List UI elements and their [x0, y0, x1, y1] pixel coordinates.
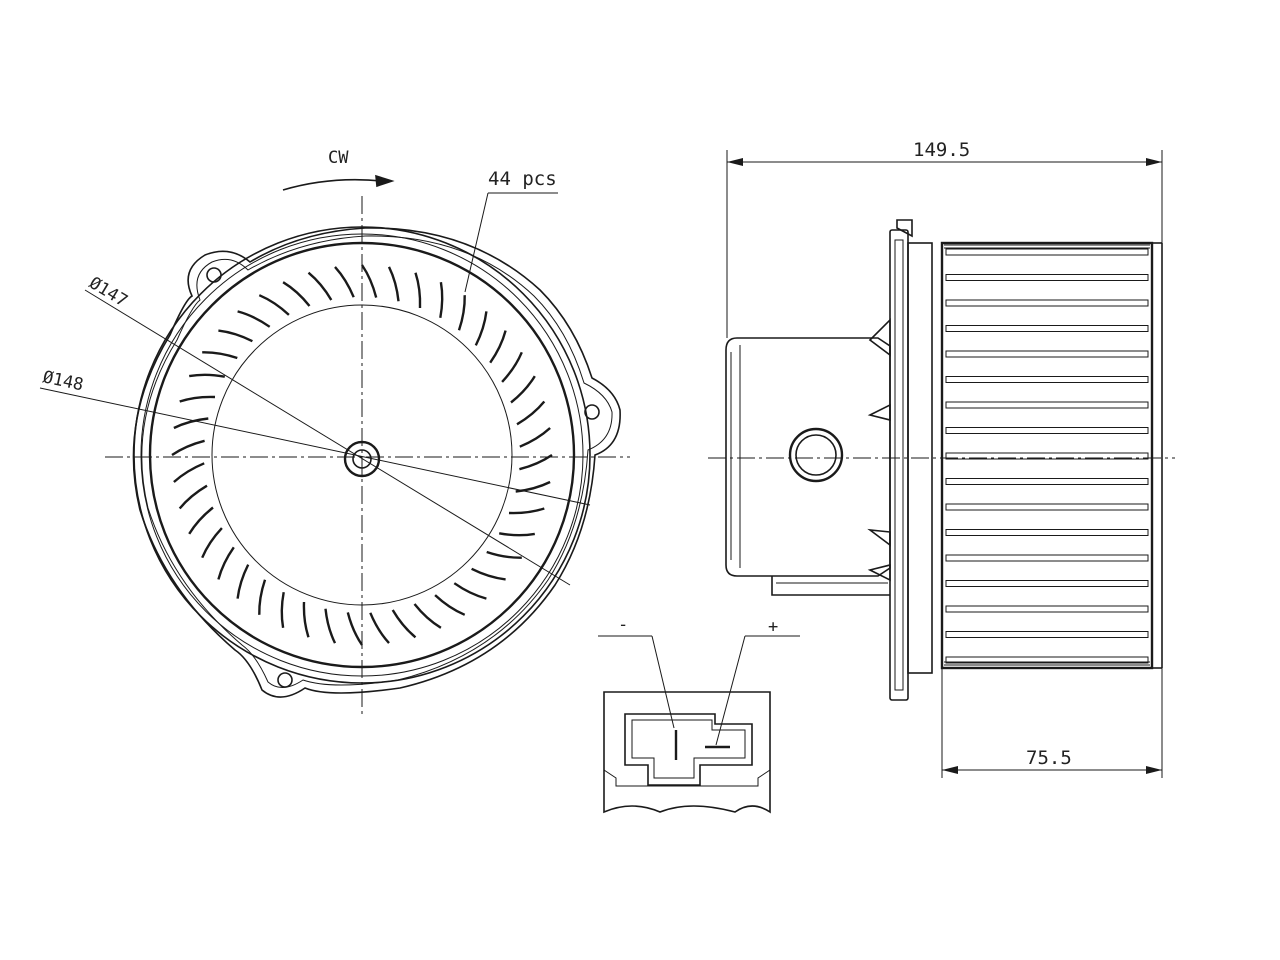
fan-blade — [434, 594, 466, 616]
fan-blade — [179, 395, 216, 403]
fan-blade — [471, 567, 506, 581]
fan-blade — [171, 439, 205, 456]
wheel-rib — [945, 325, 1149, 332]
fan-blade — [369, 612, 390, 644]
motor-connector-outer — [788, 427, 844, 483]
fan-blade — [498, 532, 536, 537]
fan-blade — [486, 550, 522, 559]
fan-blade — [439, 281, 444, 319]
wheel-rib — [945, 580, 1149, 587]
wheel-rib — [945, 529, 1149, 536]
flange — [889, 229, 909, 701]
fan-blade — [202, 351, 238, 360]
side-view: 149.5 75.5 — [708, 139, 1175, 778]
diameter-148-label: Ø148 — [41, 367, 85, 395]
cw-arrow — [282, 178, 383, 191]
fan-blade — [188, 506, 214, 535]
rotation-label: CW — [328, 148, 349, 168]
fan-blade — [414, 272, 422, 309]
fan-blade — [217, 546, 235, 580]
motor-body — [725, 337, 891, 577]
wheel-rib — [945, 401, 1149, 409]
wheel-rib — [945, 503, 1149, 511]
wheel-length-label: 75.5 — [1026, 747, 1072, 769]
blade-count-label: 44 pcs — [488, 168, 557, 190]
terminal-positive-label: + — [768, 617, 778, 637]
diameter-147-label: Ø147 — [85, 273, 130, 311]
fan-blade — [236, 564, 250, 599]
fan-blade — [391, 609, 417, 639]
fan-blade — [258, 294, 290, 316]
fan-blade — [508, 507, 545, 515]
wheel-rib — [945, 376, 1149, 383]
wheel-rib — [945, 299, 1149, 307]
housing-inner-outline — [141, 235, 613, 688]
terminal-negative-label: - — [618, 615, 628, 635]
fan-blade — [173, 417, 209, 430]
fan-blade — [515, 480, 551, 493]
fan-blade — [489, 330, 507, 364]
fan-blade — [457, 295, 466, 331]
fan-blade — [258, 579, 267, 615]
connector-housing — [603, 691, 771, 814]
fan-blade — [237, 310, 271, 328]
fan-blade — [188, 373, 226, 378]
overall-length-label: 149.5 — [913, 139, 970, 161]
fan-blade — [307, 271, 333, 301]
wheel-rib — [945, 248, 1149, 256]
wheel-rib — [945, 350, 1149, 358]
front-view: CW 44 pcs Ø147 Ø148 — [39, 148, 630, 715]
mount-hole-right — [584, 404, 600, 420]
wheel-rib — [945, 605, 1149, 613]
fan-blade — [510, 375, 536, 404]
fan-blade — [282, 281, 311, 307]
wheel-rib — [945, 631, 1149, 638]
fan-blade — [453, 582, 487, 600]
fan-blade — [334, 266, 355, 298]
fan-wheel — [940, 241, 1154, 670]
fan-blade — [519, 427, 551, 448]
wheel-rib — [945, 452, 1149, 460]
fan-blade — [387, 266, 400, 302]
fan-blade — [201, 527, 223, 559]
fan-blade — [346, 612, 363, 646]
fan-blade — [218, 329, 253, 343]
connector-shroud — [624, 713, 753, 786]
fan-blade — [501, 351, 523, 383]
wheel-rib — [945, 274, 1149, 281]
fan-blade — [361, 264, 378, 298]
wheel-ribs — [944, 244, 1150, 666]
fan-blade — [302, 601, 310, 638]
fan-blade — [280, 591, 285, 629]
fan-blades — [171, 264, 553, 646]
fan-blade — [516, 400, 546, 426]
mount-hole-top — [206, 267, 222, 283]
connector-detail: - + — [598, 615, 800, 814]
fan-blade — [413, 603, 442, 629]
wheel-rib — [945, 478, 1149, 485]
mount-hole-bottom — [277, 672, 293, 688]
fan-blade — [324, 608, 337, 644]
wheel-rib — [945, 554, 1149, 562]
fan-blade — [173, 462, 205, 483]
fan-blade — [474, 311, 488, 346]
wheel-rib — [945, 427, 1149, 434]
fan-blade — [178, 484, 208, 510]
wheel-rib — [945, 656, 1149, 664]
